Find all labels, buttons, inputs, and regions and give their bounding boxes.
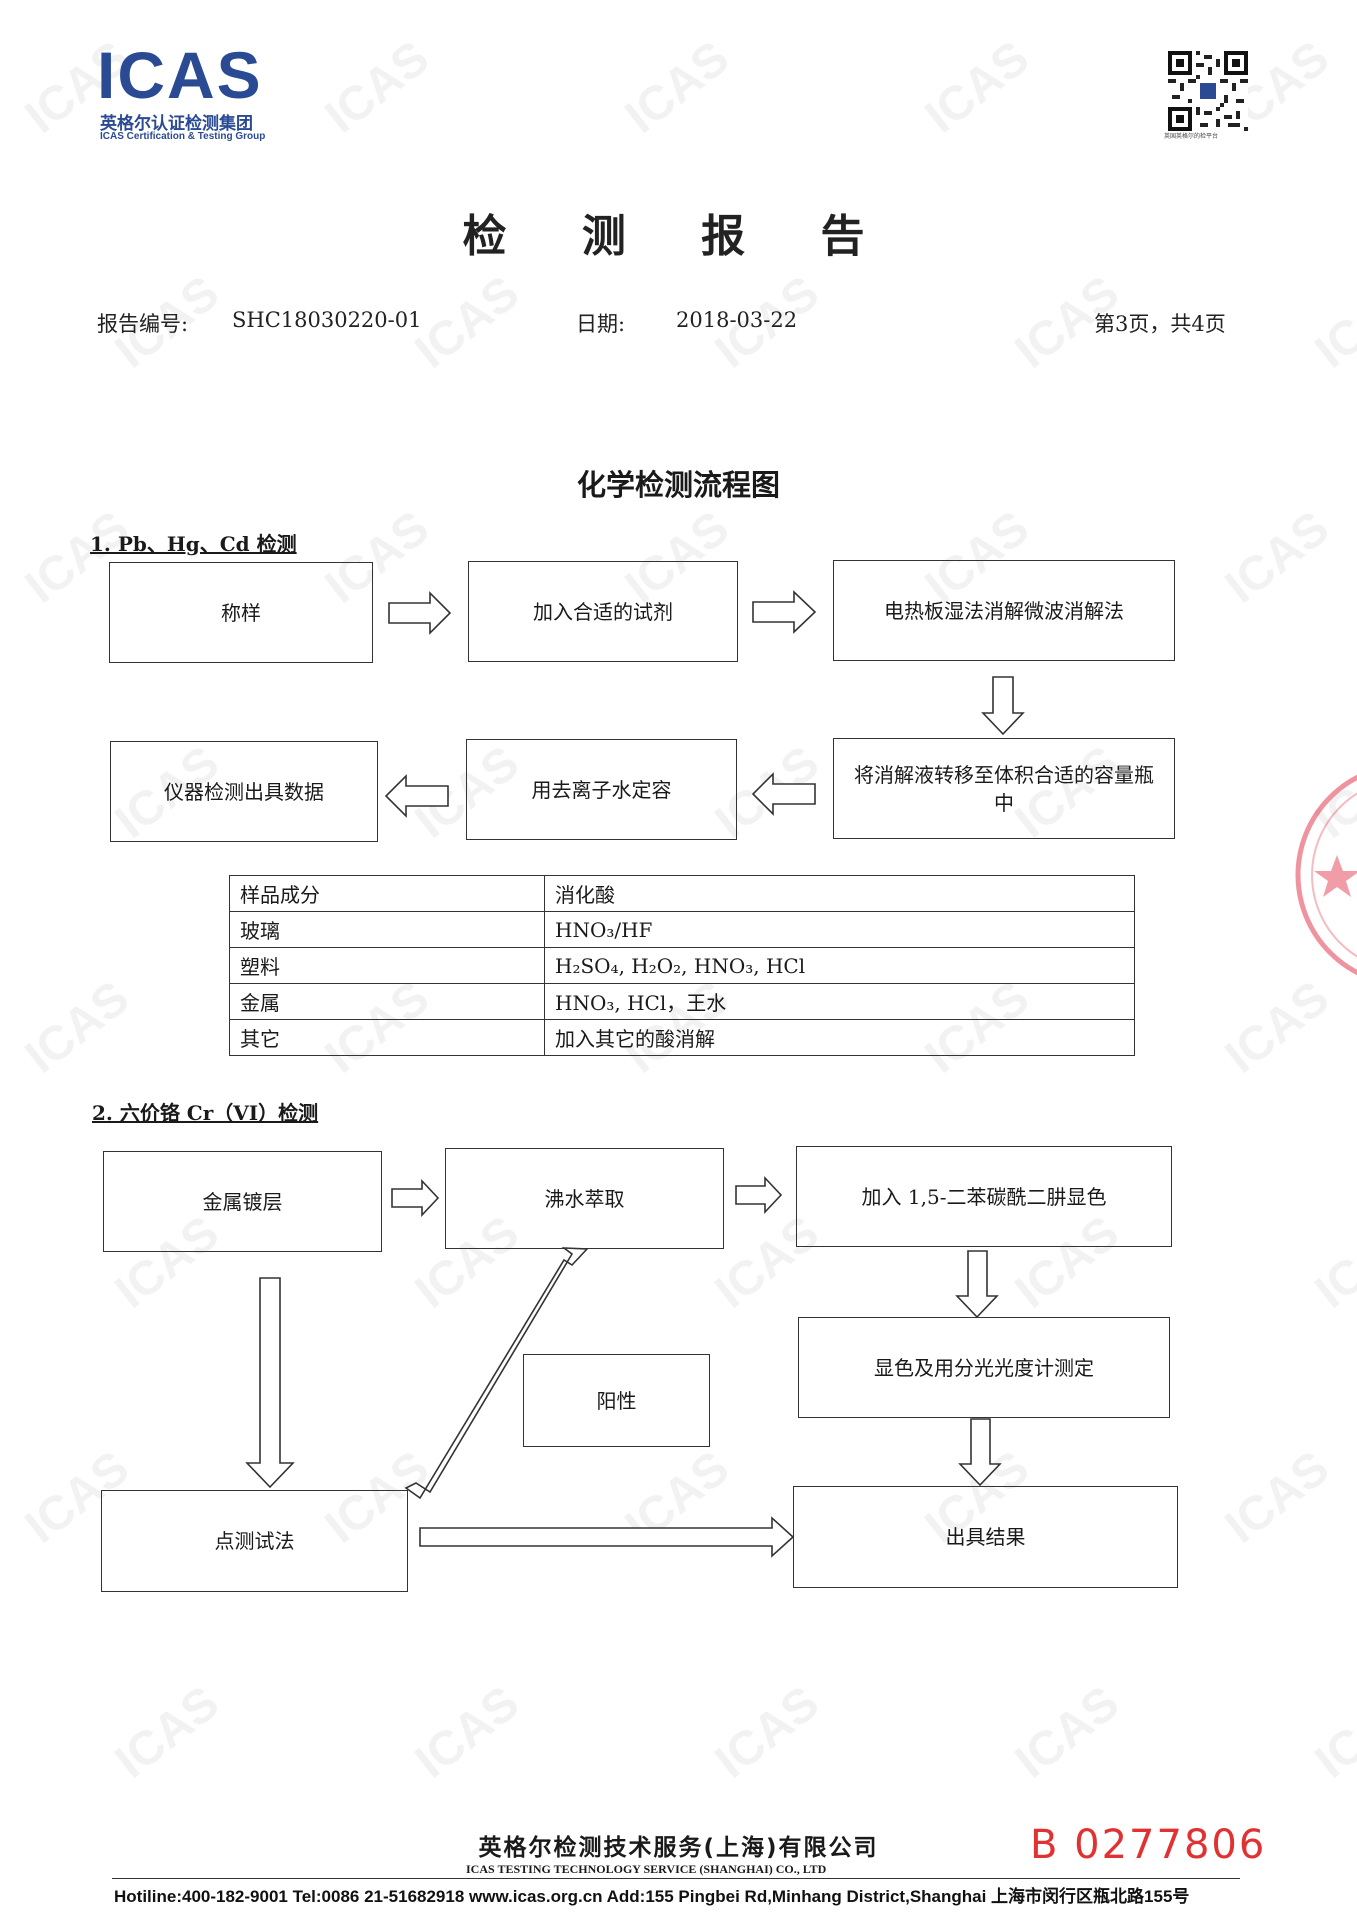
report-no-label: 报告编号: [97, 312, 189, 336]
flow-box-spot-test: 点测试法 [101, 1490, 408, 1592]
arrow-right-icon [391, 1178, 440, 1218]
table-cell: 玻璃 [229, 911, 545, 948]
company-seal-stamp [1295, 774, 1357, 976]
arrow-down-icon [245, 1277, 295, 1489]
section-1-heading: 1. Pb、Hg、Cd 检测 [90, 532, 297, 556]
acid-table: 样品成分 消化酸 玻璃 HNO₃/HF 塑料 H₂SO₄, H₂O₂, HNO₃… [229, 875, 1135, 1056]
table-row: 玻璃 HNO₃/HF [229, 911, 1135, 948]
footer-contact: Hotiline:400-182-9001 Tel:0086 21-516829… [114, 1887, 1190, 1906]
report-no: SHC18030220-01 [232, 308, 422, 332]
arrow-down-icon [958, 1418, 1002, 1487]
report-title: 检 测 报 告 [462, 211, 895, 262]
page-number: 第3页，共4页 [1094, 312, 1226, 336]
table-header-row: 样品成分 消化酸 [229, 875, 1135, 912]
arrow-down-icon [981, 676, 1025, 736]
table-cell: HNO₃, HCl，王水 [544, 983, 1135, 1020]
report-date: 2018-03-22 [676, 308, 798, 332]
arrow-right-icon [735, 1175, 783, 1215]
icas-logo: ICAS [97, 38, 263, 112]
footer-company-cn: 英格尔检测技术服务(上海)有限公司 [478, 1835, 879, 1861]
flow-box-dilute: 用去离子水定容 [466, 739, 737, 840]
qr-caption: 英国英格尔的检平台 [1164, 133, 1219, 140]
table-cell: 塑料 [229, 947, 545, 984]
flow-box-spectro: 显色及用分光光度计测定 [798, 1317, 1170, 1418]
footer-company-en: ICAS TESTING TECHNOLOGY SERVICE (SHANGHA… [466, 1862, 827, 1876]
section-2-heading: 2. 六价铬 Cr（VI）检测 [92, 1101, 319, 1125]
arrow-left-icon [384, 774, 449, 818]
table-header-cell: 样品成分 [229, 875, 545, 912]
table-cell: HNO₃/HF [544, 911, 1135, 948]
footer-divider [112, 1878, 1240, 1879]
table-cell: 其它 [229, 1019, 545, 1056]
logo-chinese-name: 英格尔认证检测集团 [100, 114, 253, 134]
flow-box-reagent: 加入 1,5-二苯碳酰二肼显色 [796, 1146, 1172, 1247]
flow-box-transfer: 将消解液转移至体积合适的容量瓶中 [833, 738, 1175, 839]
table-header-cell: 消化酸 [544, 875, 1135, 912]
qr-code-icon [1168, 51, 1248, 131]
flow-box-positive: 阳性 [523, 1354, 710, 1447]
flow-box-instrument: 仪器检测出具数据 [110, 741, 378, 842]
serial-number: B 0277806 [1030, 1822, 1267, 1868]
flow-box-digest: 电热板湿法消解微波消解法 [833, 560, 1175, 661]
table-cell: H₂SO₄, H₂O₂, HNO₃, HCl [544, 947, 1135, 984]
flowchart-title: 化学检测流程图 [576, 468, 780, 502]
arrow-down-icon [955, 1250, 999, 1319]
flow-box-coating: 金属镀层 [103, 1151, 382, 1252]
arrow-right-icon [752, 590, 817, 634]
logo-english-name: ICAS Certification & Testing Group [100, 131, 266, 142]
arrow-left-icon [751, 772, 816, 816]
table-row: 塑料 H₂SO₄, H₂O₂, HNO₃, HCl [229, 947, 1135, 984]
date-label: 日期: [576, 312, 626, 336]
arrow-right-icon [419, 1516, 795, 1558]
flow-box-add-reagent: 加入合适的试剂 [468, 561, 738, 662]
arrow-diagonal-icon [404, 1247, 589, 1500]
flow-box-weigh: 称样 [109, 562, 373, 663]
table-cell: 加入其它的酸消解 [544, 1019, 1135, 1056]
table-row: 其它 加入其它的酸消解 [229, 1019, 1135, 1056]
arrow-right-icon [388, 591, 452, 635]
